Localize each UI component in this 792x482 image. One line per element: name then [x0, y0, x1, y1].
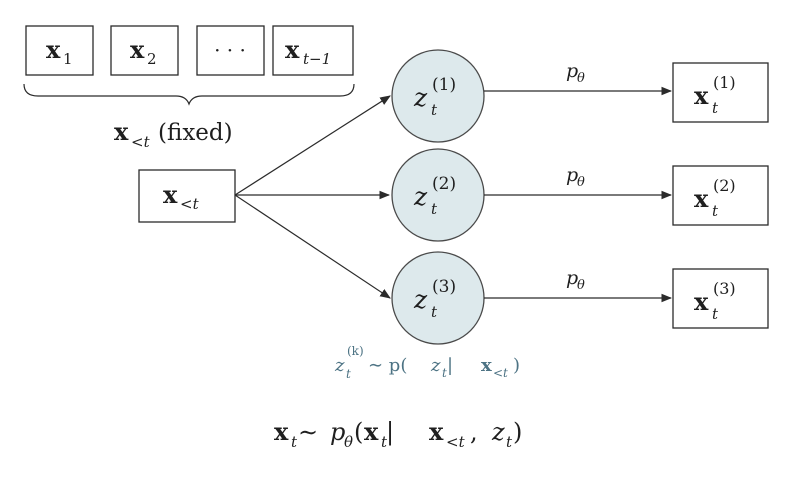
prior-note-z: z	[334, 355, 345, 376]
output-node-3: x t (3)	[672, 268, 769, 329]
output-node-1: x t (1)	[672, 62, 769, 123]
latent-2-sup: (2)	[432, 174, 456, 194]
latent-1-sup: (1)	[432, 75, 456, 95]
output-2-base: x	[694, 184, 709, 213]
output-1-sup: (1)	[713, 73, 736, 92]
history-token-2-sub: 2	[147, 50, 157, 68]
history-token-2: x 2	[110, 25, 179, 76]
history-token-last-base: x	[285, 35, 300, 64]
prior-note-bar: |	[447, 355, 453, 376]
latent-2-sub: t	[431, 200, 438, 218]
history-token-1-sub: 1	[63, 50, 73, 68]
prior-note: z t (k) ∼ p( z t | x <t )	[334, 344, 520, 381]
decoder-label-1-sub: θ	[577, 71, 585, 86]
decoder-label-1: p θ	[566, 60, 585, 86]
brace-label: x <t (fixed)	[114, 117, 233, 151]
equation-bar: |	[386, 418, 394, 447]
brace-label-sub: <t	[131, 133, 151, 151]
latent-2-base: z	[413, 182, 428, 211]
equation-z-sub: t	[506, 433, 513, 451]
equation-x3-sub: <t	[446, 433, 466, 451]
prior-note-x: x	[481, 355, 492, 376]
output-2-sup: (2)	[713, 176, 736, 195]
history-token-ellipsis: · · ·	[196, 25, 265, 76]
prior-note-z-sub: t	[346, 367, 351, 381]
equation-close: )	[513, 418, 522, 446]
decoder-label-3-sub: θ	[577, 278, 585, 293]
equation-z: z	[491, 418, 505, 446]
output-3-base: x	[694, 287, 709, 316]
equation-open: (	[354, 418, 363, 446]
history-token-1: x 1	[25, 25, 94, 76]
latent-1-sub: t	[431, 101, 438, 119]
output-3-sup: (3)	[713, 279, 736, 298]
latent-3-sub: t	[431, 303, 438, 321]
output-1-sub: t	[712, 99, 719, 117]
brace-label-suffix: (fixed)	[158, 120, 233, 146]
prior-note-sim: ∼ p(	[368, 355, 407, 376]
equation-sim: ∼	[298, 418, 318, 446]
equation-x-sub: t	[291, 433, 298, 451]
latent-3-base: z	[413, 285, 428, 314]
context-node: x <t	[138, 169, 236, 223]
equation-x2-sub: t	[381, 433, 388, 451]
equation-p: p	[330, 418, 345, 446]
latent-node-1: z t (1)	[391, 49, 485, 143]
context-node-base: x	[163, 180, 178, 209]
history-token-2-base: x	[130, 35, 145, 64]
decoder-label-2-base: p	[566, 164, 578, 186]
latent-1-base: z	[413, 83, 428, 112]
prior-note-zt: z	[430, 355, 441, 376]
prior-note-z-sup: (k)	[347, 344, 364, 358]
history-token-t-minus-1: x t−1	[272, 25, 354, 76]
history-token-1-base: x	[46, 35, 61, 64]
latent-3-sup: (3)	[432, 277, 456, 297]
output-1-base: x	[694, 81, 709, 110]
prior-note-close: )	[513, 355, 520, 376]
edge-context-to-latent-1	[234, 95, 391, 196]
equation-x: x	[274, 417, 289, 446]
decoder-label-2-sub: θ	[577, 175, 585, 190]
ellipsis-label: · · ·	[214, 38, 246, 62]
edge-context-to-latent-3	[234, 194, 391, 299]
equation-comma: ,	[470, 418, 478, 446]
history-token-last-sub: t−1	[303, 50, 331, 68]
brace-label-base: x	[114, 117, 129, 146]
decoder-label-1-base: p	[566, 60, 578, 82]
equation-x3: x	[429, 417, 444, 446]
latent-node-3: z t (3)	[391, 251, 485, 345]
prior-note-zt-sub: t	[442, 366, 447, 380]
generation-equation: x t ∼ p θ ( x t | x <t , z t )	[274, 417, 522, 451]
decoder-label-2: p θ	[566, 164, 585, 190]
equation-x2: x	[364, 417, 379, 446]
output-node-2: x t (2)	[672, 165, 769, 226]
history-brace	[23, 83, 355, 106]
equation-p-sub: θ	[344, 433, 353, 451]
prior-note-x-sub: <t	[493, 366, 508, 380]
output-3-sub: t	[712, 305, 719, 323]
latent-node-2: z t (2)	[391, 148, 485, 242]
decoder-label-3: p θ	[566, 267, 585, 293]
context-node-sub: <t	[180, 195, 200, 213]
decoder-label-3-base: p	[566, 267, 578, 289]
output-2-sub: t	[712, 202, 719, 220]
